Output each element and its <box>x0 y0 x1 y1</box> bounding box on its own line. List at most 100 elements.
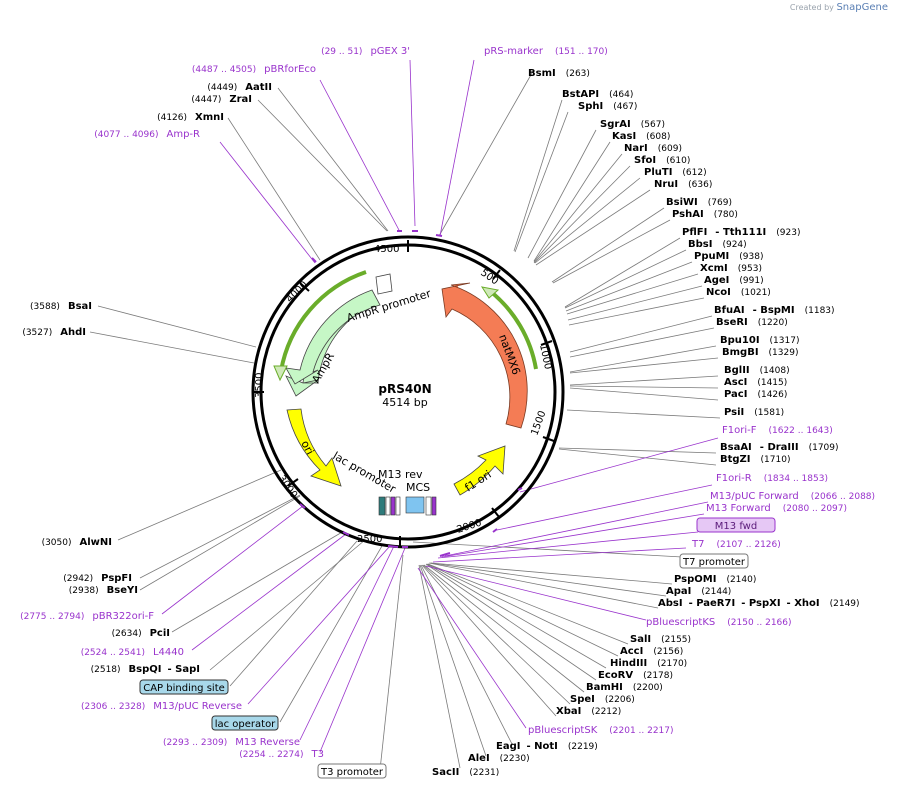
svg-text:PsiI(1581): PsiI (1581) <box>724 407 784 418</box>
lac-operator-box <box>211 715 279 731</box>
svg-text:BtgZI(1710): BtgZI(1710) <box>720 454 790 465</box>
svg-text:Bpu10I(1317): Bpu10I(1317) <box>720 335 799 346</box>
green-strand-left <box>279 270 367 372</box>
svg-text:HindIII(2170): HindIII(2170) <box>610 658 687 669</box>
tick-label: 1000 <box>537 343 553 370</box>
tick-label: 4500 <box>374 244 399 255</box>
enzyme-position: (263) <box>566 69 590 79</box>
svg-text:BstAPI(464): BstAPI(464) <box>562 89 633 100</box>
enzyme-position: (467) <box>613 102 637 112</box>
enzyme-name: NotI <box>534 741 558 752</box>
svg-text:T7(2107 .. 2126): T7(2107 .. 2126) <box>691 539 781 550</box>
enzyme-position: (2156) <box>653 647 683 657</box>
svg-text:M13 Forward(2080 .. 2097): M13 Forward(2080 .. 2097) <box>706 503 847 514</box>
enzyme-name: AbsI <box>658 598 683 609</box>
svg-text:PshAI(780): PshAI (780) <box>672 209 738 220</box>
enzyme-position: (780) <box>714 210 738 220</box>
primer-range: (2775 .. 2794) <box>20 612 84 622</box>
enzyme-position: (924) <box>722 240 746 250</box>
enzyme-position: (1317) <box>770 336 800 346</box>
enzyme-name: PsiI <box>724 407 744 418</box>
enzyme-position: (1183) <box>805 306 835 316</box>
enzyme-name: BstAPI <box>562 89 599 100</box>
primer-range: (1622 .. 1643) <box>768 426 832 436</box>
enzyme-position: (2219) <box>568 742 598 752</box>
svg-text:(4447)ZraI: (4447)ZraI <box>191 94 252 105</box>
svg-text:AbsI- PaeR7I- PspXI- XhoI(2149: AbsI- PaeR7I- PspXI- XhoI(2149) <box>658 598 860 609</box>
primer-range: (4487 .. 4505) <box>192 65 256 75</box>
tick-label: 3500 <box>254 373 265 398</box>
svg-text:PspOMI(2140): PspOMI(2140) <box>674 574 756 585</box>
enzyme-position: (4447) <box>191 95 221 105</box>
enzyme-name: BbsI <box>688 239 712 250</box>
primer-name: pBR322ori-F <box>92 611 154 622</box>
enzyme-name: BseRI <box>716 317 748 328</box>
right-primer-labels: pRS-marker(151 .. 170) F1ori-F(1622 .. 1… <box>484 46 875 736</box>
svg-text:pRS-marker(151 .. 170): pRS-marker(151 .. 170) <box>484 46 608 57</box>
svg-text:(4487 .. 4505)pBRforEco: (4487 .. 4505) pBRforEco <box>192 64 316 75</box>
enzyme-name: PflFI <box>682 227 707 238</box>
svg-text:AscI(1415): AscI(1415) <box>724 377 787 388</box>
svg-text:XbaI(2212): XbaI(2212) <box>556 706 621 717</box>
primer-range: (29 .. 51) <box>321 47 362 57</box>
enzyme-position: (1329) <box>769 348 799 358</box>
left-enzyme-labels: (4449)AatII (4447)ZraI (4126)XmnI (3588)… <box>22 82 272 675</box>
ampr-promoter-arrow <box>375 273 393 295</box>
enzyme-position: (1581) <box>754 408 784 418</box>
enzyme-name: AlwNI <box>80 537 113 548</box>
snapgene-credit: Created by SnapGene <box>790 2 888 13</box>
enzyme-name: ApaI <box>666 586 691 597</box>
svg-text:BsaAI- DraIII(1709): BsaAI- DraIII(1709) <box>720 442 839 453</box>
svg-text:(2254 .. 2274)T3: (2254 .. 2274)T3 <box>239 749 324 760</box>
right-enzyme-labels: BsmI(263) BstAPI(464) SphI(467) SgrAI(56… <box>432 68 860 778</box>
svg-text:BsiWI(769): BsiWI(769) <box>666 197 732 208</box>
enzyme-name: NruI <box>654 179 678 190</box>
enzyme-name: PshAI <box>672 209 704 220</box>
green-strand-right <box>488 289 538 370</box>
enzyme-position: (4449) <box>207 83 237 93</box>
primer-name: M13/pUC Reverse <box>153 701 242 712</box>
enzyme-name: BseYI <box>107 585 138 596</box>
primer-name: M13 Reverse <box>235 737 300 748</box>
enzyme-position: (938) <box>739 252 763 262</box>
enzyme-position: (608) <box>646 132 670 142</box>
m13-fwd-box <box>696 517 776 533</box>
enzyme-name: KasI <box>612 131 636 142</box>
svg-text:(3050)AlwNI: (3050)AlwNI <box>42 537 112 548</box>
enzyme-position: (2140) <box>726 575 756 585</box>
enzyme-name: PpuMI <box>694 251 729 262</box>
mcs-label: MCS <box>406 481 430 494</box>
enzyme-position: (2231) <box>469 768 499 778</box>
enzyme-name: BsmI <box>528 68 556 79</box>
enzyme-name: DraIII <box>767 442 798 453</box>
primer-range: (2066 .. 2088) <box>811 492 875 502</box>
svg-text:(2524 .. 2541)L4440: (2524 .. 2541)L4440 <box>81 647 184 658</box>
svg-text:SgrAI(567): SgrAI(567) <box>600 119 665 130</box>
enzyme-name: EagI <box>496 741 520 752</box>
enzyme-name: BspMI <box>760 305 794 316</box>
created-by-text: Created by <box>789 3 834 12</box>
enzyme-position: (2634) <box>112 629 142 639</box>
svg-text:AleI(2230): AleI(2230) <box>468 753 530 764</box>
enzyme-position: (2200) <box>633 683 663 693</box>
primer-name: pBluescriptSK <box>528 725 598 736</box>
svg-text:(2938)BseYI: (2938)BseYI <box>69 585 138 596</box>
svg-text:(2942)PspFI: (2942)PspFI <box>63 573 132 584</box>
svg-text:(2306 .. 2328)M13/pUC Reverse: (2306 .. 2328) M13/pUC Reverse <box>81 701 242 712</box>
primer-range: (2201 .. 2217) <box>609 726 673 736</box>
primer-name: pBRforEco <box>264 64 316 75</box>
svg-text:NcoI(1021): NcoI(1021) <box>706 287 771 298</box>
svg-text:KasI(608): KasI (608) <box>612 131 670 142</box>
t3-promoter-text: T3 promoter <box>320 767 384 778</box>
svg-text:PflFI- Tth111I(923): PflFI- Tth111I(923) <box>682 227 800 238</box>
primer-range: (2150 .. 2166) <box>727 618 791 628</box>
svg-text:NarI(609): NarI(609) <box>624 143 682 154</box>
enzyme-name: AccI <box>620 646 643 657</box>
enzyme-name: EcoRV <box>598 670 633 681</box>
enzyme-name: BsaI <box>68 301 92 312</box>
svg-text:BseRI(1220): BseRI(1220) <box>716 317 788 328</box>
primer-leaders <box>161 59 719 753</box>
svg-text:BamHI(2200): BamHI(2200) <box>586 682 663 693</box>
svg-text:PpuMI(938): PpuMI (938) <box>694 251 763 262</box>
primer-range: (2306 .. 2328) <box>81 702 145 712</box>
